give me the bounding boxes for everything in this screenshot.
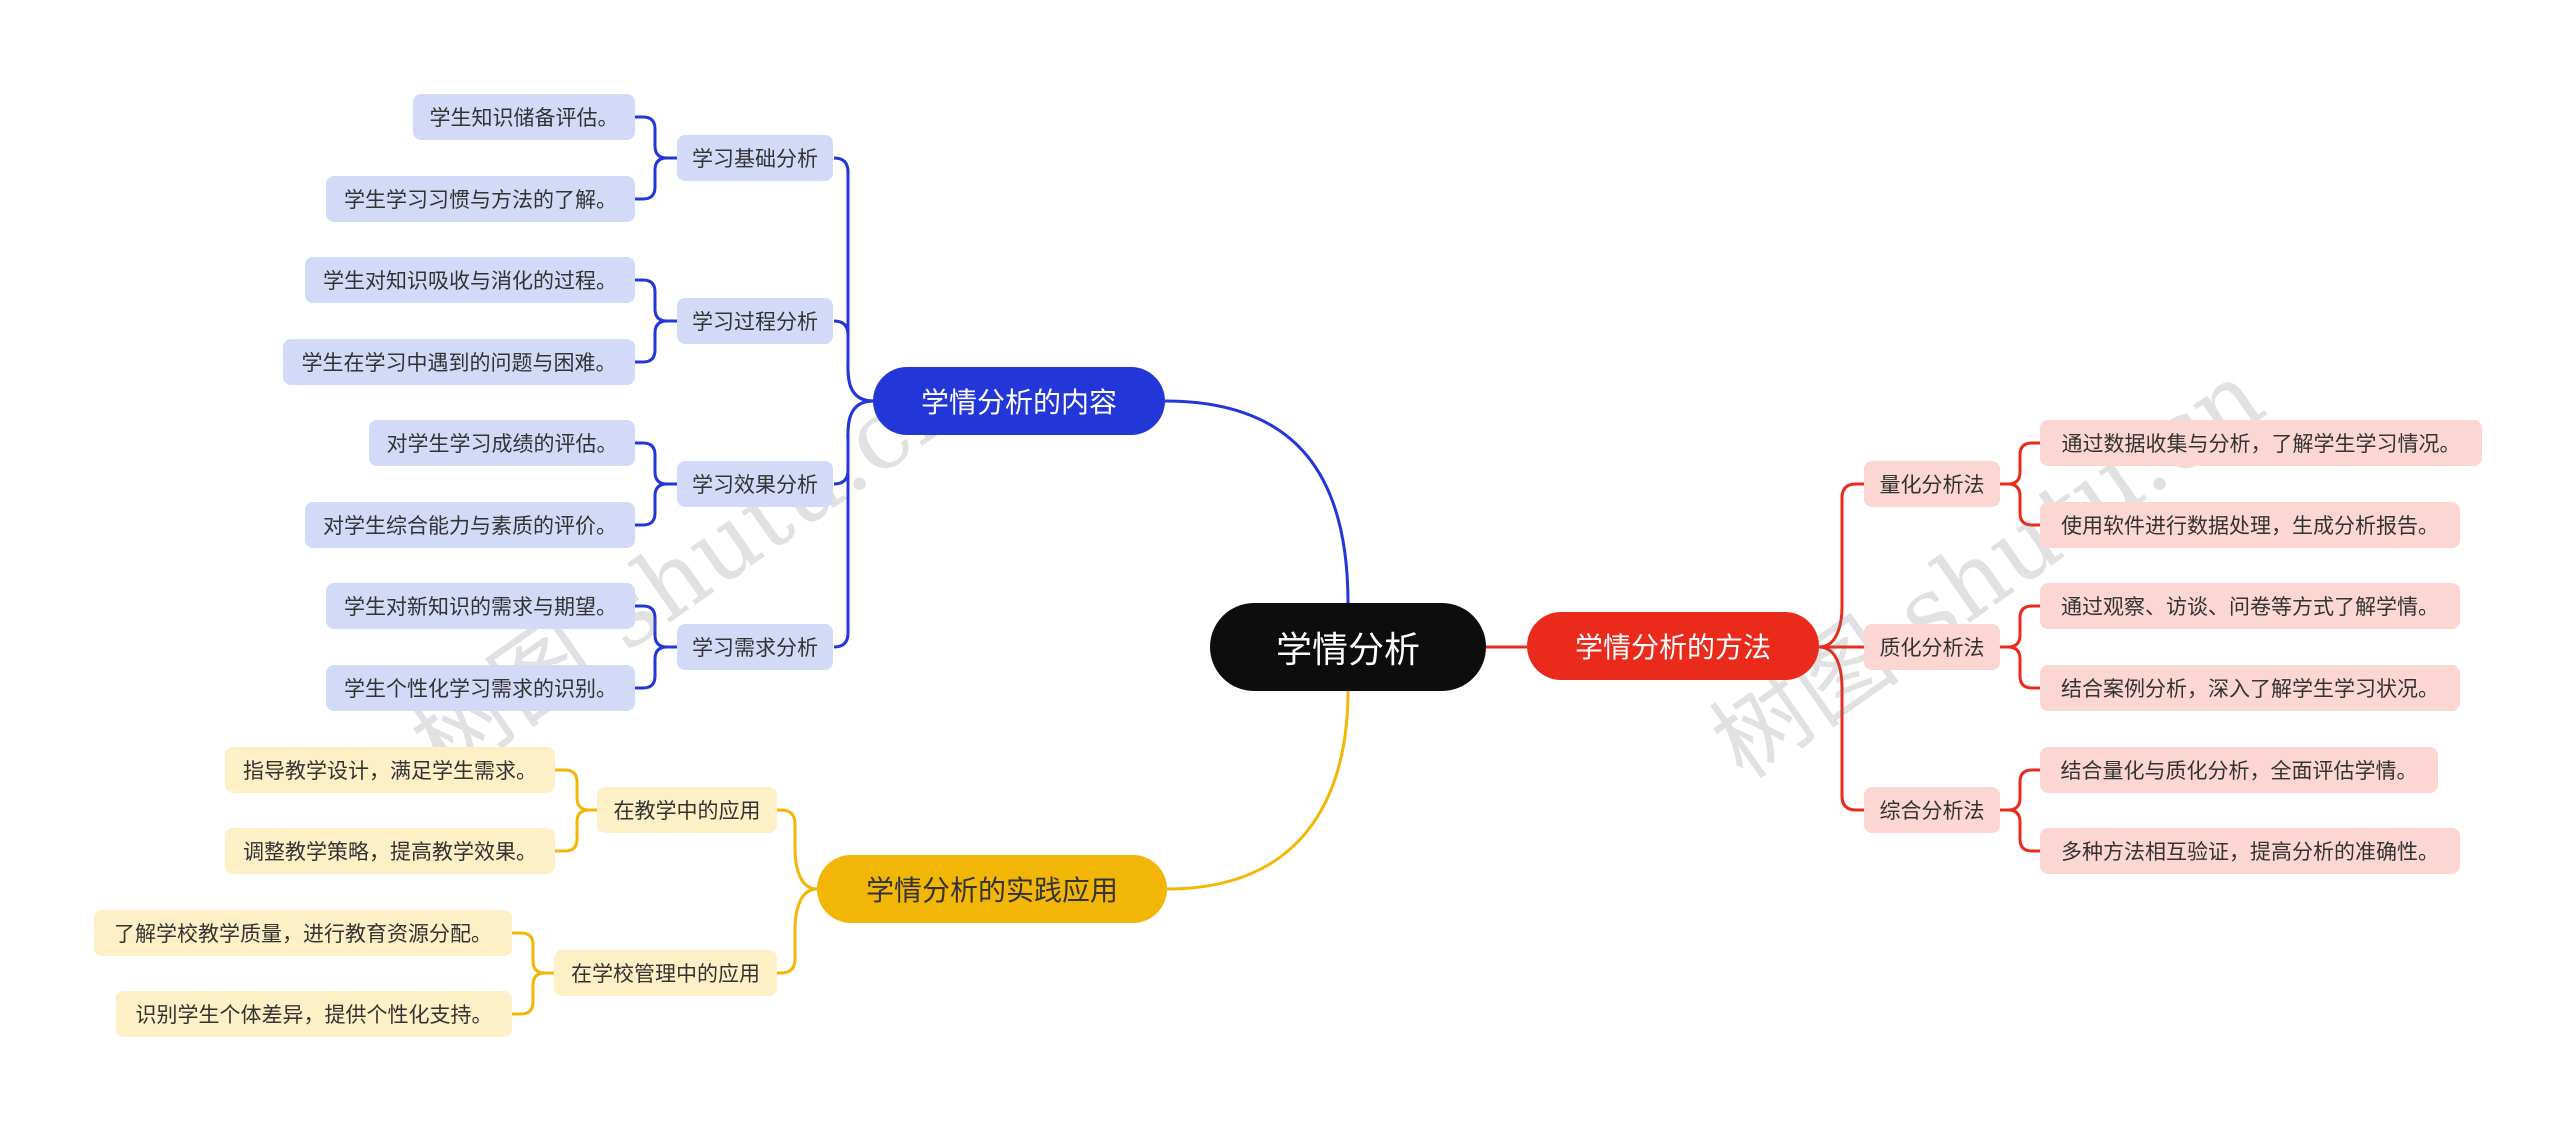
connector-topic-leaf bbox=[635, 115, 677, 160]
connector-topic-leaf bbox=[555, 808, 597, 853]
connector-root-content bbox=[1164, 399, 1350, 604]
connector-root-application bbox=[1166, 690, 1350, 891]
topic-teaching-application[interactable]: 在教学中的应用 bbox=[597, 787, 777, 833]
connector-topic-leaf bbox=[635, 156, 677, 201]
leaf-item[interactable]: 学生对新知识的需求与期望。 bbox=[326, 583, 635, 629]
leaf-item[interactable]: 学生在学习中遇到的问题与困难。 bbox=[283, 339, 635, 385]
topic-comprehensive[interactable]: 综合分析法 bbox=[1864, 787, 2000, 833]
connector-methods-topic bbox=[1818, 645, 1864, 812]
leaf-item[interactable]: 了解学校教学质量，进行教育资源分配。 bbox=[94, 910, 512, 956]
connector-topic-leaf bbox=[635, 482, 677, 527]
leaf-item[interactable]: 识别学生个体差异，提供个性化支持。 bbox=[116, 991, 512, 1037]
topic-qualitative[interactable]: 质化分析法 bbox=[1864, 624, 2000, 670]
leaf-item[interactable]: 结合量化与质化分析，全面评估学情。 bbox=[2040, 747, 2438, 793]
leaf-item[interactable]: 指导教学设计，满足学生需求。 bbox=[225, 747, 555, 793]
connector-topic-leaf bbox=[635, 604, 677, 649]
leaf-item[interactable]: 调整教学策略，提高教学效果。 bbox=[225, 828, 555, 874]
connector-application-topic bbox=[777, 887, 818, 975]
connector-content-topic bbox=[833, 399, 874, 649]
leaf-item[interactable]: 结合案例分析，深入了解学生学习状况。 bbox=[2040, 665, 2460, 711]
topic-learning-process[interactable]: 学习过程分析 bbox=[677, 298, 833, 344]
leaf-item[interactable]: 通过数据收集与分析，了解学生学习情况。 bbox=[2040, 420, 2482, 466]
leaf-item[interactable]: 学生知识储备评估。 bbox=[413, 94, 635, 140]
connector-content-topic bbox=[833, 319, 874, 403]
leaf-item[interactable]: 学生对知识吸收与消化的过程。 bbox=[305, 257, 635, 303]
connector-topic-leaf bbox=[635, 441, 677, 486]
branch-methods[interactable]: 学情分析的方法 bbox=[1527, 612, 1819, 680]
connector-topic-leaf bbox=[635, 319, 677, 364]
leaf-item[interactable]: 多种方法相互验证，提高分析的准确性。 bbox=[2040, 828, 2460, 874]
leaf-item[interactable]: 学生学习习惯与方法的了解。 bbox=[326, 176, 635, 222]
leaf-item[interactable]: 通过观察、访谈、问卷等方式了解学情。 bbox=[2040, 583, 2460, 629]
connector-topic-leaf bbox=[2000, 482, 2040, 527]
connector-methods-topic bbox=[1818, 482, 1864, 649]
connector-application-topic bbox=[777, 808, 818, 891]
connector-topic-leaf bbox=[635, 645, 677, 690]
topic-learning-effect[interactable]: 学习效果分析 bbox=[677, 461, 833, 507]
connector-topic-leaf bbox=[2000, 808, 2040, 853]
leaf-item[interactable]: 学生个性化学习需求的识别。 bbox=[326, 665, 635, 711]
topic-learning-needs[interactable]: 学习需求分析 bbox=[677, 624, 833, 670]
connector-topic-leaf bbox=[512, 931, 554, 975]
root-node[interactable]: 学情分析 bbox=[1210, 603, 1486, 691]
connector-topic-leaf bbox=[2000, 441, 2040, 486]
topic-learning-basis[interactable]: 学习基础分析 bbox=[677, 135, 833, 181]
connector-topic-leaf bbox=[512, 971, 554, 1016]
branch-content[interactable]: 学情分析的内容 bbox=[873, 367, 1165, 435]
connector-content-topic bbox=[833, 156, 874, 403]
connector-topic-leaf bbox=[2000, 604, 2040, 649]
topic-management-application[interactable]: 在学校管理中的应用 bbox=[554, 950, 777, 996]
connector-topic-leaf bbox=[2000, 768, 2040, 812]
branch-application[interactable]: 学情分析的实践应用 bbox=[817, 855, 1167, 923]
leaf-item[interactable]: 对学生综合能力与素质的评价。 bbox=[305, 502, 635, 548]
connector-topic-leaf bbox=[555, 768, 597, 812]
connector-topic-leaf bbox=[635, 278, 677, 323]
leaf-item[interactable]: 对学生学习成绩的评估。 bbox=[369, 420, 635, 466]
leaf-item[interactable]: 使用软件进行数据处理，生成分析报告。 bbox=[2040, 502, 2460, 548]
connector-topic-leaf bbox=[2000, 645, 2040, 690]
connector-content-topic bbox=[833, 399, 874, 486]
topic-quantitative[interactable]: 量化分析法 bbox=[1864, 461, 2000, 507]
